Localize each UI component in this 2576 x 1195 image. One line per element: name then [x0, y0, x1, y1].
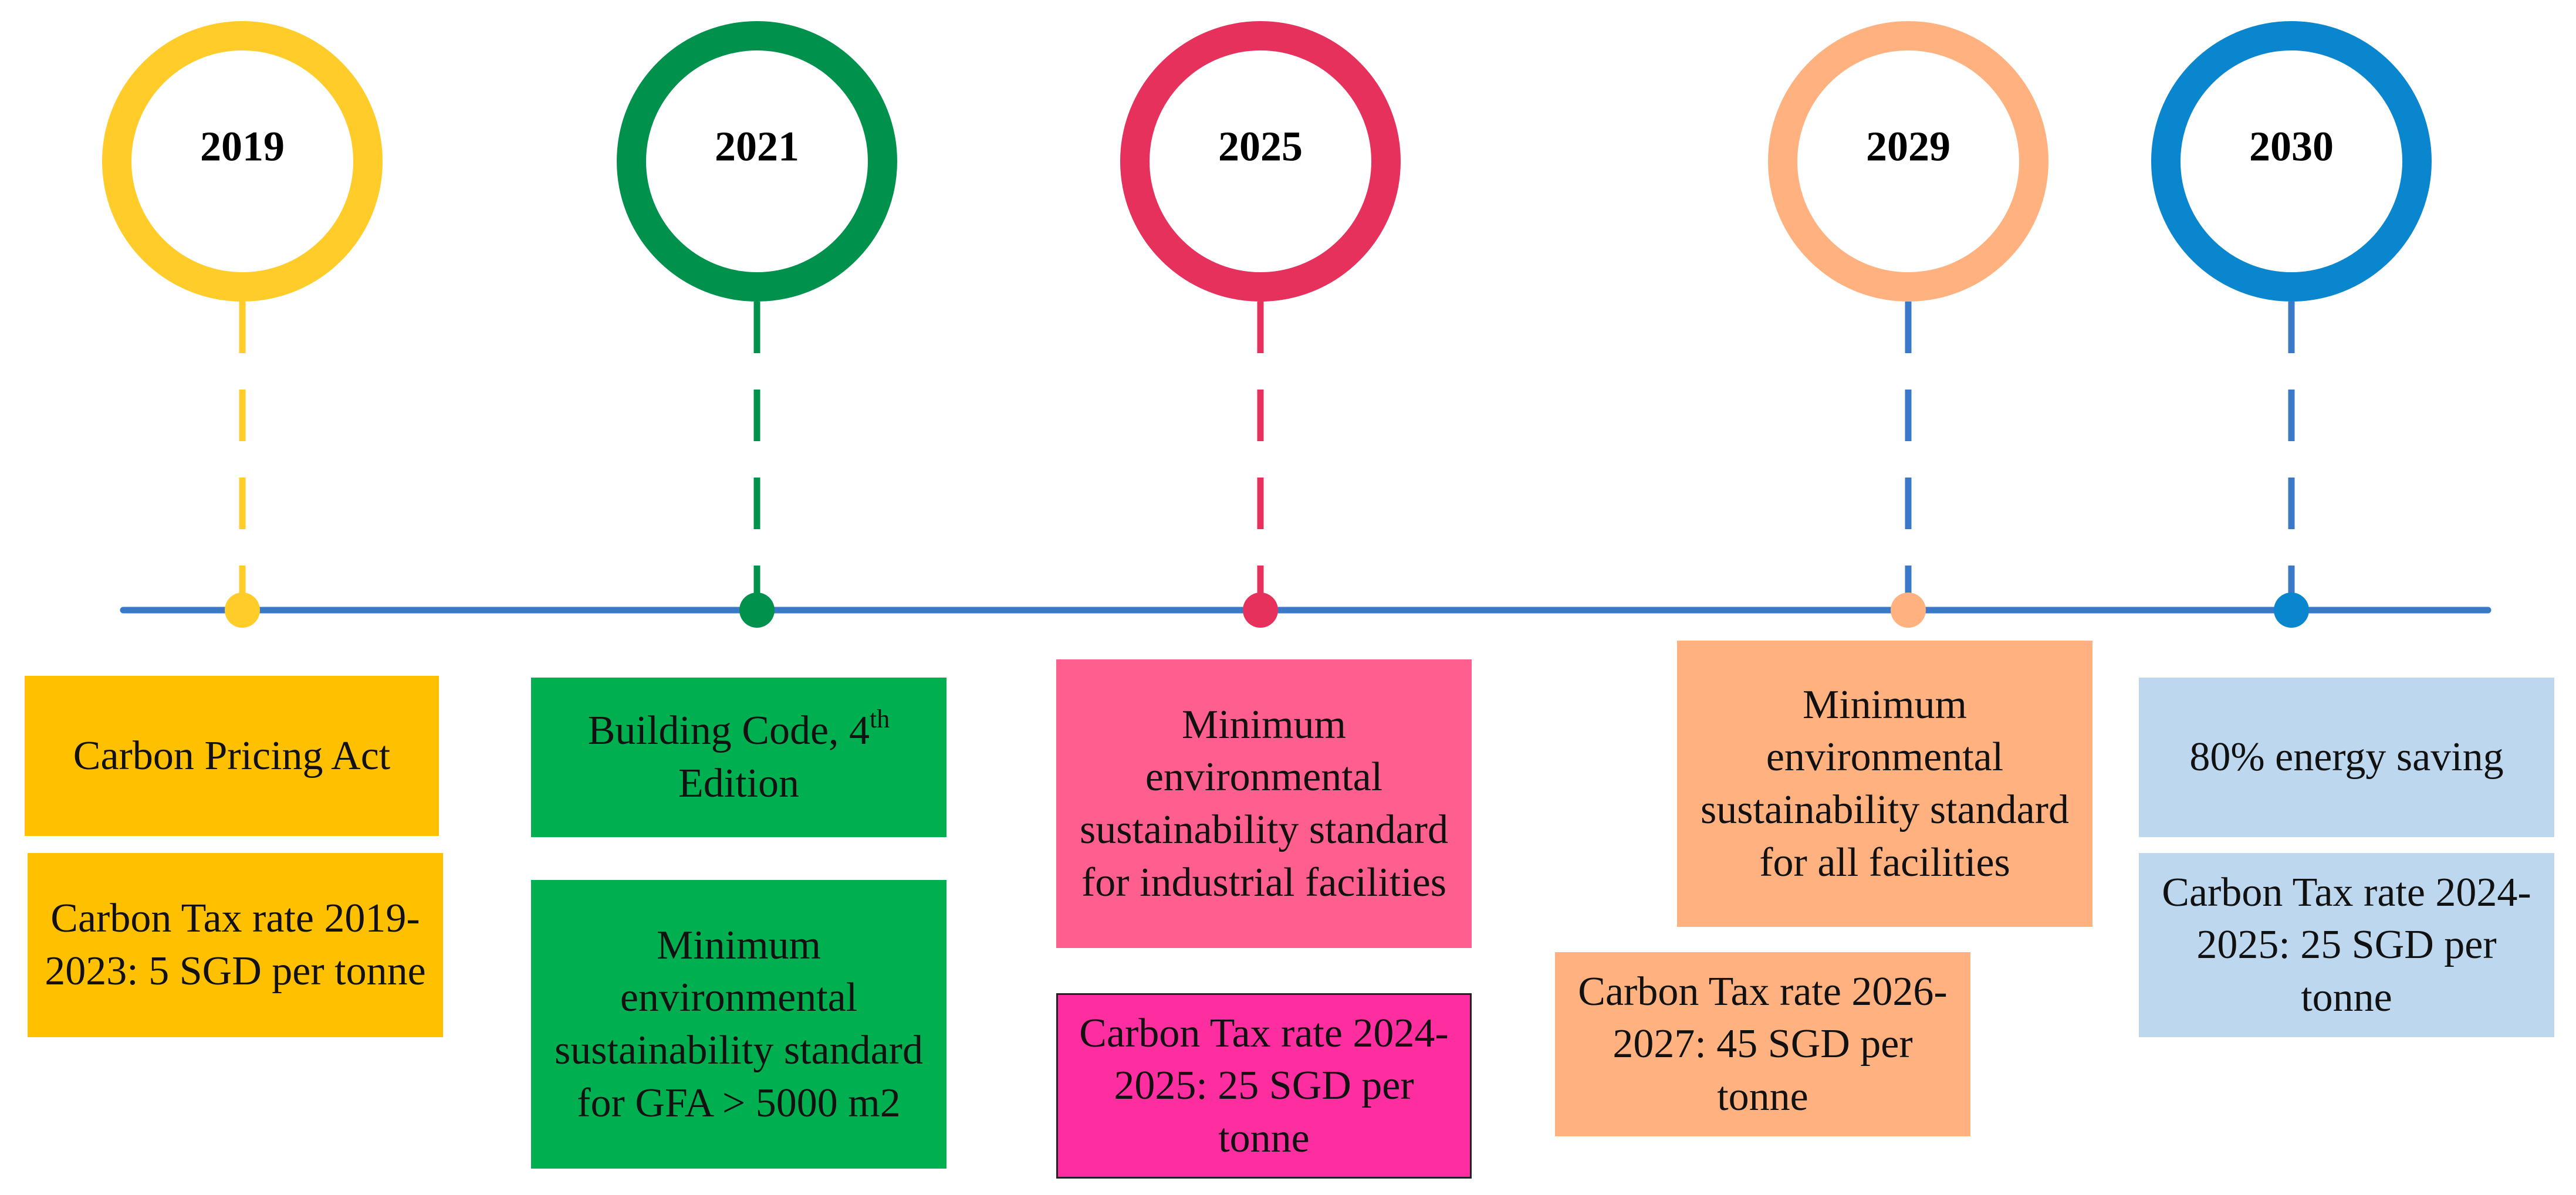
event-box-min-standard-industrial: Minimum environmental sustainability sta…: [1056, 659, 1472, 948]
axis-dot-2030: [2274, 593, 2309, 628]
year-ring-2029: [1768, 21, 2048, 302]
event-text: Carbon Tax rate 2026-2027: 45 SGD per to…: [1578, 969, 1948, 1119]
event-text: Carbon Tax rate 2024-2025: 25 SGD per to…: [1079, 1010, 1449, 1161]
axis-dot-2019: [225, 593, 260, 628]
axis-dot-2029: [1891, 593, 1926, 628]
event-text: Minimum environmental sustainability sta…: [1701, 682, 2069, 885]
event-box-carbon-tax-2024: Carbon Tax rate 2024-2025: 25 SGD per to…: [1056, 993, 1472, 1179]
event-box-energy-saving: 80% energy saving: [2139, 678, 2554, 837]
event-box-carbon-pricing-act: Carbon Pricing Act: [25, 676, 439, 836]
year-label-2021: 2021: [715, 123, 799, 170]
axis-dot-2021: [739, 593, 775, 628]
event-box-min-standard-all: Minimum environmental sustainability sta…: [1677, 641, 2092, 927]
axis-dot-2025: [1243, 593, 1278, 628]
year-ring-2025: [1120, 21, 1401, 302]
event-text: Minimum environmental sustainability sta…: [1080, 702, 1448, 905]
event-text: Carbon Pricing Act: [73, 733, 391, 778]
event-box-min-standard-gfa: Minimum environmental sustainability sta…: [531, 880, 946, 1169]
year-label-2030: 2030: [2249, 123, 2334, 170]
year-label-2019: 2019: [200, 123, 285, 170]
event-text-superscript: th: [870, 705, 890, 734]
event-text: 80% energy saving: [2189, 734, 2504, 780]
year-ring-2021: [617, 21, 897, 302]
event-text: Carbon Tax rate 2019-2023: 5 SGD per ton…: [45, 896, 426, 994]
year-ring-2019: [102, 21, 383, 302]
event-box-carbon-tax-2024-2030: Carbon Tax rate 2024-2025: 25 SGD per to…: [2139, 853, 2554, 1037]
event-text-continued: Edition: [678, 761, 800, 806]
event-text-main: Building Code, 4: [587, 708, 870, 754]
event-box-carbon-tax-2019: Carbon Tax rate 2019-2023: 5 SGD per ton…: [28, 853, 443, 1037]
event-box-carbon-tax-2026: Carbon Tax rate 2026-2027: 45 SGD per to…: [1555, 952, 1970, 1136]
event-text: Carbon Tax rate 2024-2025: 25 SGD per to…: [2162, 869, 2531, 1020]
year-ring-2030: [2151, 21, 2432, 302]
year-label-2025: 2025: [1218, 123, 1303, 170]
year-label-2029: 2029: [1866, 123, 1950, 170]
event-text: Minimum environmental sustainability sta…: [555, 922, 923, 1126]
